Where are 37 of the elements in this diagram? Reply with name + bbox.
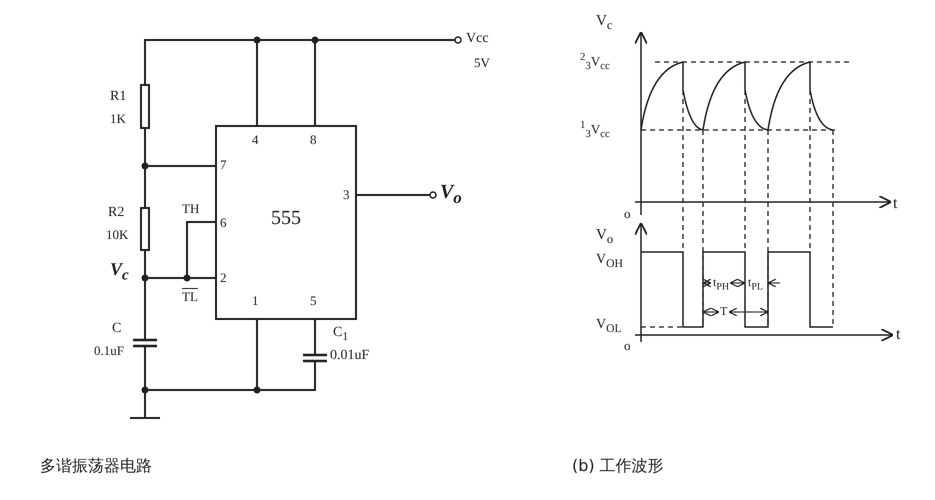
component-label: C xyxy=(112,322,122,336)
origin-label: o xyxy=(624,207,630,220)
origin-label: o xyxy=(624,339,630,352)
pin-number: 6 xyxy=(220,216,226,229)
pin-number: 8 xyxy=(310,133,316,146)
output-label: V$_{o}$ xyxy=(440,182,462,207)
pin-name: TL xyxy=(182,290,198,303)
supply-label: Vcc xyxy=(466,32,489,46)
timer-chip-box xyxy=(215,125,357,320)
pin-number: 3 xyxy=(343,188,350,201)
component-value: 10K xyxy=(106,228,128,241)
voltage-value: 5V xyxy=(474,56,490,69)
component-value: 1K xyxy=(110,112,126,125)
component-value: 0.1uF xyxy=(94,344,124,357)
pin-number: 7 xyxy=(220,158,226,171)
axis-label: V$_{o}$ xyxy=(596,228,614,246)
pin-number: 4 xyxy=(252,133,258,146)
component-value: 0.01uF xyxy=(330,349,370,363)
level-label: V$_{OL}$ xyxy=(596,318,622,334)
time-label: T xyxy=(720,305,728,317)
level-label: V$_{OH}$ xyxy=(596,253,623,270)
axis-label: t xyxy=(893,196,898,212)
axis-label: t xyxy=(896,327,900,343)
node-voltage-label: V$_{c}$ xyxy=(110,260,129,284)
pin-number: 2 xyxy=(220,271,226,284)
figure-caption: (b) 工作波形 xyxy=(572,458,664,474)
component-label: R1 xyxy=(110,90,126,104)
pin-number: 1 xyxy=(252,294,258,307)
component-label: R2 xyxy=(108,206,124,220)
time-label: t$_{PH}$ xyxy=(712,276,730,292)
chip-label: 555 xyxy=(271,207,301,230)
pin-name: TH xyxy=(182,202,200,215)
axis-label: V$_{c}$ xyxy=(596,14,612,32)
time-label: t$_{PL}$ xyxy=(747,276,764,292)
component-label: C$_{1}$ xyxy=(333,326,348,342)
figure-caption: 多谐振荡器电路 xyxy=(40,458,152,474)
pin-number: 5 xyxy=(310,294,316,307)
